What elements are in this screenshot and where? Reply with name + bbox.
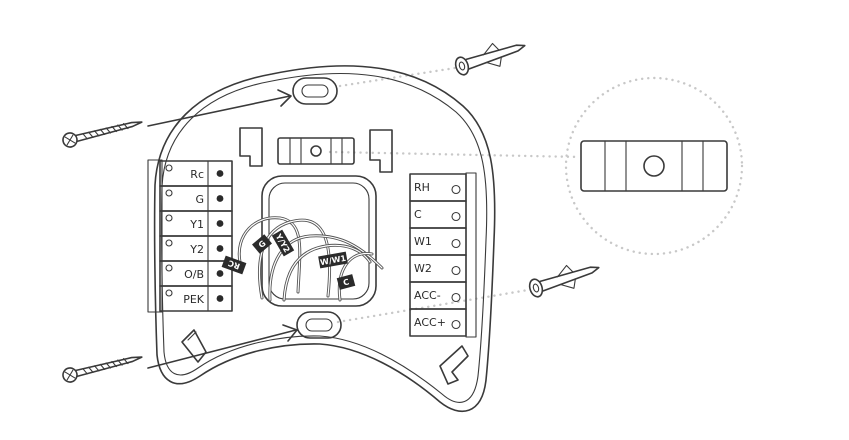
terminal-screw: [216, 295, 224, 302]
terminal-label: ACC+: [414, 316, 446, 329]
svg-text:G: G: [257, 239, 268, 250]
left-clip: [239, 127, 263, 167]
terminal-screw: [216, 270, 224, 277]
screw-bottom: [62, 356, 143, 383]
terminal-left-1: G: [159, 185, 233, 212]
terminal-left-2: Y1: [159, 210, 233, 237]
terminal-right-0: RH: [409, 173, 467, 202]
terminal-left-3: Y2: [159, 235, 233, 262]
right-terminal-tabs: [465, 172, 477, 338]
terminal-label: W1: [414, 235, 432, 248]
bottom-mount-slot: [296, 311, 342, 339]
terminal-screw: [451, 238, 461, 249]
callout-dotted-lines: [328, 66, 582, 324]
terminal-screw: [451, 265, 461, 276]
terminal-label: C: [414, 208, 422, 221]
right-clip: [369, 129, 393, 173]
terminal-left-5: PEK: [159, 285, 233, 312]
svg-text:RC: RC: [227, 258, 242, 271]
terminal-label: Y1: [189, 218, 204, 231]
terminal-label: Rc: [190, 168, 204, 181]
wire-tag-g: G: [252, 234, 272, 254]
terminal-screw: [216, 245, 224, 252]
terminal-label: ACC-: [414, 289, 441, 302]
terminal-screw: [216, 220, 224, 227]
terminal-label: W2: [414, 262, 432, 275]
terminal-screw: [216, 195, 224, 202]
level-bubble: [277, 137, 355, 165]
top-mount-slot: [292, 77, 338, 105]
terminal-screw: [451, 184, 461, 195]
terminal-right-2: W1: [409, 227, 467, 256]
terminal-label: RH: [414, 181, 430, 194]
wires: [237, 216, 384, 302]
arrow-bottom: [147, 324, 298, 369]
terminal-right-1: C: [409, 200, 467, 229]
wire-tag-w-w1: W/W1: [318, 251, 348, 269]
terminal-right-5: ACC+: [409, 308, 467, 337]
wire-tag-c: C: [336, 274, 356, 290]
terminal-right-4: ACC-: [409, 281, 467, 310]
terminal-label: G: [195, 193, 204, 206]
arrow-top: [147, 89, 292, 127]
terminal-left-4: O/B: [159, 260, 233, 287]
terminal-screw: [216, 170, 224, 177]
bottom-left-clip: [181, 329, 207, 363]
terminal-screw: [451, 211, 461, 222]
terminal-label: Y2: [189, 243, 204, 256]
zoomed-level-bubble: [580, 140, 728, 192]
terminal-left-0: Rc: [159, 160, 233, 187]
wire-tags: RC G Y/Y2 W/W1 C: [221, 229, 356, 290]
terminal-label: PEK: [183, 293, 205, 306]
wire-tag-rc: RC: [221, 255, 247, 275]
bottom-right-clip: [439, 345, 469, 385]
wall-anchor-top: [454, 42, 526, 76]
terminal-screw: [451, 292, 461, 303]
zoom-circle: [564, 76, 744, 256]
screw-top: [62, 121, 143, 148]
terminal-right-3: W2: [409, 254, 467, 283]
wall-anchor-bottom: [528, 264, 600, 298]
terminal-screw: [451, 319, 461, 330]
terminal-label: O/B: [184, 268, 204, 281]
svg-text:C: C: [342, 277, 350, 287]
